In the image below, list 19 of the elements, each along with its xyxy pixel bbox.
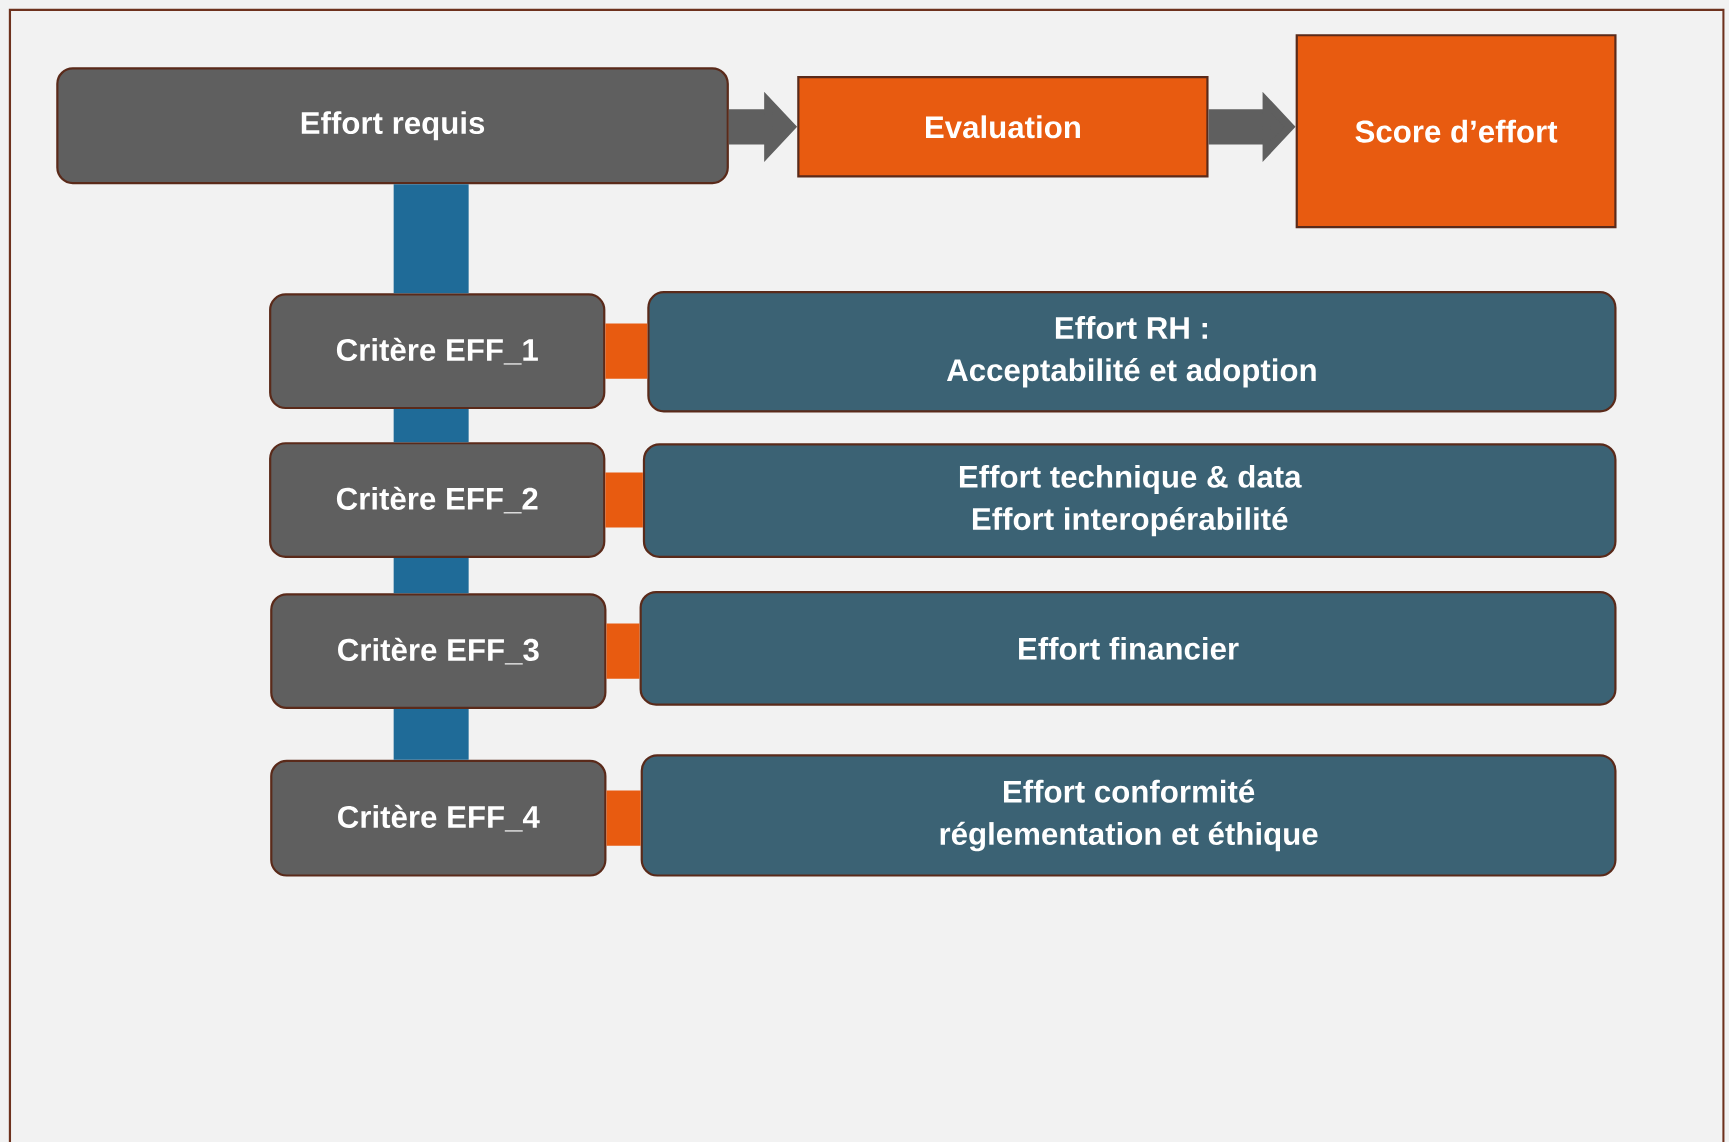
- connector-bar: [393, 408, 469, 442]
- description-box: Effort RH : Acceptabilité et adoption: [647, 290, 1617, 413]
- process-box: Score d’effort: [1295, 34, 1617, 229]
- connector-bar: [605, 323, 648, 379]
- connector-bar: [606, 790, 641, 846]
- process-box: Evaluation: [797, 75, 1209, 178]
- description-box: Effort financier: [639, 590, 1617, 706]
- process-box: Effort requis: [56, 67, 729, 184]
- criterion-box: Critère EFF_1: [269, 293, 606, 409]
- description-box: Effort conformité réglementation et éthique: [640, 754, 1617, 877]
- connector-bar: [606, 623, 640, 679]
- connector-bar: [605, 472, 643, 528]
- connector-bar: [393, 183, 469, 294]
- criterion-box: Critère EFF_4: [270, 759, 607, 877]
- criterion-box: Critère EFF_2: [269, 442, 606, 558]
- criterion-box: Critère EFF_3: [270, 593, 607, 709]
- connector-bar: [393, 557, 469, 594]
- connector-bar: [393, 708, 469, 760]
- description-box: Effort technique & data Effort interopérabilité: [642, 443, 1617, 558]
